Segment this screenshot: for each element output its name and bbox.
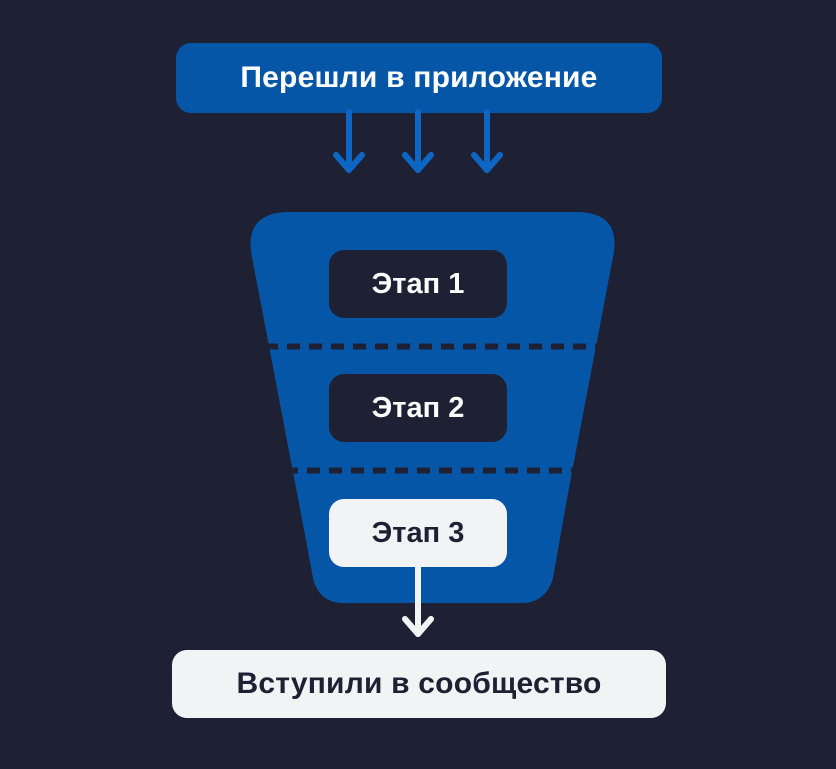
funnel-stage-2-label: Этап 2	[371, 391, 465, 424]
funnel-stage-1-label: Этап 1	[371, 267, 465, 300]
funnel-stage-1[interactable]: Этап 1	[329, 250, 507, 318]
bottom-banner[interactable]: Вступили в сообщество	[172, 650, 666, 718]
arrow-down-icon-1	[333, 109, 365, 173]
top-banner-label: Перешли в приложение	[240, 61, 598, 94]
funnel-stage-2[interactable]: Этап 2	[329, 374, 507, 442]
funnel-stage-3[interactable]: Этап 3	[329, 499, 507, 567]
arrow-down-icon-3	[471, 109, 503, 173]
funnel-stage-3-label: Этап 3	[371, 516, 465, 549]
arrow-down-icon-bottom	[402, 563, 434, 637]
top-banner[interactable]: Перешли в приложение	[176, 43, 662, 113]
arrow-down-icon-2	[402, 109, 434, 173]
bottom-banner-label: Вступили в сообщество	[236, 667, 602, 700]
